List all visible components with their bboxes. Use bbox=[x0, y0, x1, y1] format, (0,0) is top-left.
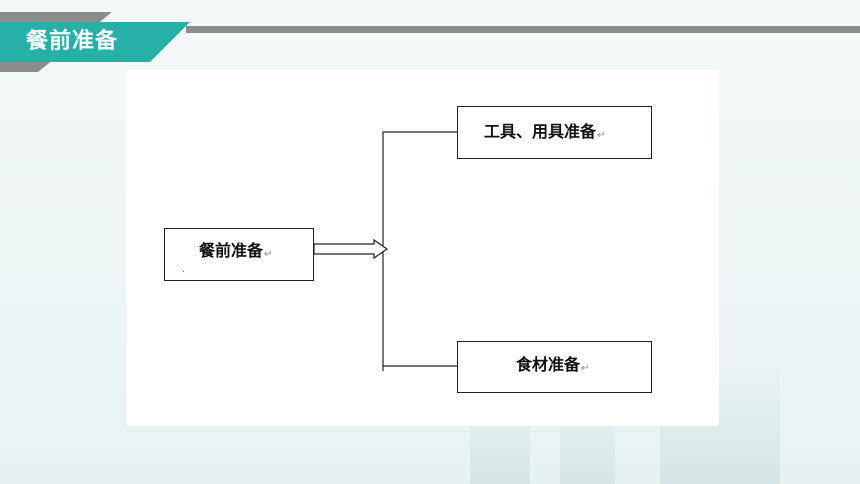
page-title: 餐前准备 bbox=[26, 29, 119, 54]
artifact-dot bbox=[183, 271, 184, 272]
header-bar: 餐前准备 bbox=[0, 0, 860, 75]
diagram-child-node-tools: 工具、用具准备↵ bbox=[457, 106, 652, 159]
child-node-label: 食材准备↵ bbox=[516, 351, 589, 375]
diagram-root-node: 餐前准备↵ bbox=[164, 228, 314, 281]
paragraph-mark-icon: ↵ bbox=[264, 249, 273, 260]
child-node-text: 食材准备 bbox=[516, 355, 581, 374]
diagram-connectors bbox=[313, 131, 457, 371]
child-node-label: 工具、用具准备↵ bbox=[484, 118, 605, 142]
diagram-canvas: 餐前准备↵ 工具、用具准备↵ 食材准备↵ bbox=[126, 70, 719, 426]
diagram-child-node-ingredients: 食材准备↵ bbox=[457, 341, 652, 393]
child-node-text: 工具、用具准备 bbox=[484, 122, 597, 141]
paragraph-mark-icon: ↵ bbox=[597, 130, 606, 141]
paragraph-mark-icon: ↵ bbox=[581, 363, 590, 374]
root-node-text: 餐前准备 bbox=[199, 241, 264, 260]
root-node-label: 餐前准备↵ bbox=[199, 237, 272, 261]
header-rule bbox=[186, 26, 860, 33]
hollow-arrow-icon bbox=[313, 238, 389, 260]
